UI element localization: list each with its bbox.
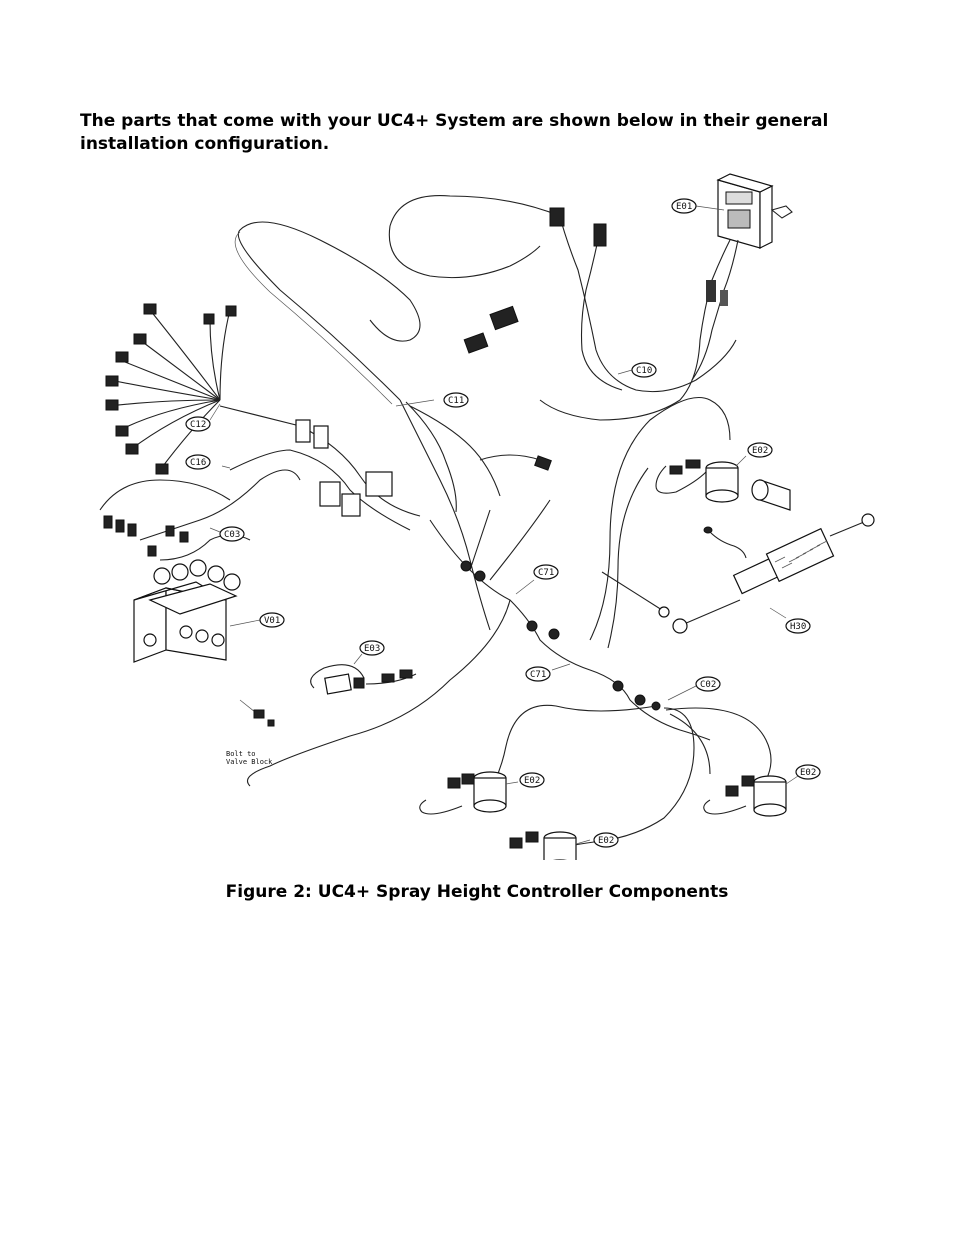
label-c02: C02 — [700, 680, 716, 690]
cylinder-h30 — [601, 513, 875, 634]
sensor-e02-mid — [509, 831, 577, 860]
label-c03: C03 — [224, 530, 240, 540]
lower-sensor-cables — [485, 704, 772, 853]
label-c12: C12 — [190, 420, 206, 430]
label-e03: E03 — [364, 644, 380, 654]
label-e02-mid: E02 — [598, 836, 614, 846]
components-figure: E01 C10 C11 — [70, 170, 890, 860]
sensor-e02-right — [703, 775, 787, 817]
harness-c12 — [105, 303, 237, 475]
intro-text: The parts that come with your UC4+ Syste… — [80, 111, 829, 154]
label-v01: V01 — [264, 616, 280, 626]
label-e02-top: E02 — [752, 446, 768, 456]
label-e02-right: E02 — [800, 768, 816, 778]
note-bolt-line2: Valve Block — [226, 758, 273, 766]
label-e02-left: E02 — [524, 776, 540, 786]
label-c16: C16 — [190, 458, 206, 468]
figure-caption: Figure 2: UC4+ Spray Height Controller C… — [225, 882, 729, 902]
label-c71-lower: C71 — [530, 670, 546, 680]
label-c71-upper: C71 — [538, 568, 554, 578]
harness-c10 — [388, 195, 737, 393]
sensor-e02-left — [419, 771, 507, 815]
label-c11: C11 — [448, 396, 464, 406]
controller-unit-e01 — [539, 173, 793, 421]
harness-c11 — [234, 221, 552, 631]
valve-block-v01 — [133, 559, 241, 663]
sensor-e02-top — [655, 459, 791, 511]
bolt-detail — [239, 699, 275, 727]
note-bolt-line1: Bolt to — [226, 750, 256, 758]
label-h30: H30 — [790, 622, 806, 632]
sensor-e03 — [310, 664, 417, 695]
label-e01: E01 — [676, 202, 692, 212]
trunk-cable-c71 — [246, 396, 731, 787]
harness-c16-c03 — [99, 405, 421, 561]
label-c10: C10 — [636, 366, 652, 376]
